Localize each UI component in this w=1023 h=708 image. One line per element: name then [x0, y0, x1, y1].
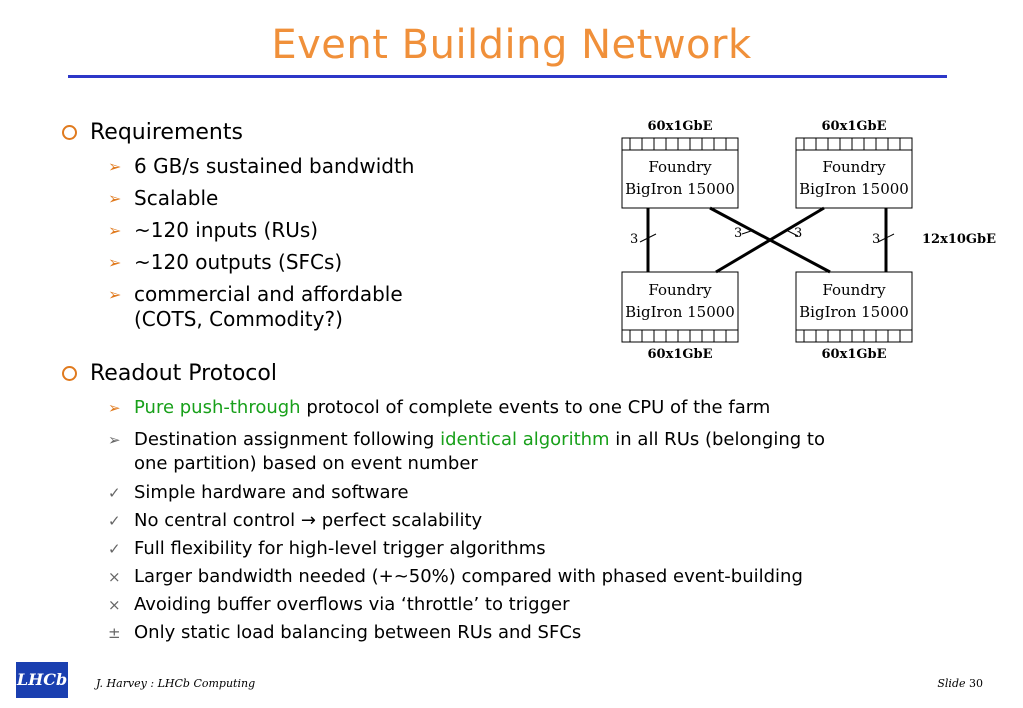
- plain-text: No central control: [134, 510, 301, 531]
- requirement-item: ➢ ~120 outputs (SFCs): [108, 250, 342, 275]
- bottom-right-port-label: 60x1GbE: [822, 347, 887, 362]
- requirements-heading: Requirements: [62, 120, 243, 145]
- link-count-cross-left: 3: [734, 226, 742, 241]
- pro-text: Simple hardware and software: [134, 482, 409, 503]
- cross-icon: ×: [108, 596, 121, 614]
- link-count-cross-right: 3: [794, 226, 802, 241]
- circle-bullet-icon: [62, 125, 77, 140]
- plain-text: protocol of complete events to one CPU o…: [300, 397, 771, 418]
- slide-title: Event Building Network: [271, 22, 752, 68]
- switch-bottom-right: Foundry BigIron 15000: [795, 271, 913, 343]
- con-text: Larger bandwidth needed (+~50%) compared…: [134, 566, 803, 587]
- network-diagram: 60x1GbE 60x1GbE Foundry BigIron 15000 Fo…: [621, 119, 996, 362]
- pro-item: ✓ Full flexibility for high-level trigge…: [108, 537, 546, 561]
- protocol-text: Destination assignment following identic…: [134, 428, 825, 476]
- requirements-label: Requirements: [90, 120, 243, 145]
- protocol-heading: Readout Protocol: [62, 361, 277, 386]
- bottom-left-port-label: 60x1GbE: [648, 347, 713, 362]
- protocol-label: Readout Protocol: [90, 361, 277, 386]
- circle-bullet-icon: [62, 366, 77, 381]
- protocol-item: ➢ Pure push-through protocol of complete…: [108, 396, 770, 420]
- requirement-line-2: (COTS, Commodity?): [134, 307, 343, 331]
- arrow-bullet-icon: ➢: [108, 285, 122, 304]
- requirement-text: ~120 outputs (SFCs): [134, 250, 343, 274]
- top-left-port-label: 60x1GbE: [648, 119, 713, 134]
- arrow-bullet-icon: ➢: [108, 189, 122, 208]
- slide-number: Slide 30: [937, 677, 983, 690]
- pro-text: Full flexibility for high-level trigger …: [134, 538, 546, 559]
- requirement-line-1: commercial and affordable: [134, 282, 403, 306]
- switch-model: BigIron 15000: [799, 180, 909, 198]
- pro-item: ✓ No central control → perfect scalabili…: [108, 509, 482, 533]
- logo-text: LHCb: [16, 670, 67, 689]
- switch-model: BigIron 15000: [625, 180, 735, 198]
- trunk-links: [646, 206, 888, 274]
- slide-number-value: 30: [969, 677, 983, 690]
- con-item: × Avoiding buffer overflows via ‘throttl…: [108, 593, 569, 617]
- requirement-item: ➢ ~120 inputs (RUs): [108, 218, 318, 243]
- plain-text: in all RUs (belonging to: [609, 429, 825, 450]
- side-link-label: 12x10GbE: [922, 232, 996, 247]
- requirement-item: ➢ Scalable: [108, 186, 218, 211]
- switch-name: Foundry: [648, 281, 712, 299]
- switch-bottom-left: Foundry BigIron 15000: [621, 271, 739, 343]
- link-count-right: 3: [872, 232, 880, 247]
- highlight-text: Pure push-through: [134, 397, 301, 418]
- switch-name: Foundry: [822, 158, 886, 176]
- requirement-item: ➢ 6 GB/s sustained bandwidth: [108, 154, 414, 179]
- plain-text: one partition) based on event number: [134, 453, 478, 474]
- switch-top-right: Foundry BigIron 15000: [795, 137, 913, 209]
- check-icon: ✓: [108, 484, 121, 502]
- arrow-bullet-icon: ➢: [108, 431, 121, 449]
- requirement-text: commercial and affordable (COTS, Commodi…: [134, 282, 403, 332]
- pro-item: ✓ Simple hardware and software: [108, 481, 409, 505]
- check-icon: ✓: [108, 512, 121, 530]
- switch-name: Foundry: [648, 158, 712, 176]
- arrow-icon: →: [300, 510, 316, 531]
- switch-top-left: Foundry BigIron 15000: [621, 137, 739, 209]
- arrow-bullet-icon: ➢: [108, 399, 121, 417]
- slide-word: Slide: [937, 677, 966, 690]
- requirement-text: ~120 inputs (RUs): [134, 218, 319, 242]
- switch-model: BigIron 15000: [625, 303, 735, 321]
- con-item: × Larger bandwidth needed (+~50%) compar…: [108, 565, 803, 589]
- protocol-text: Pure push-through protocol of complete e…: [134, 396, 770, 420]
- neutral-text: Only static load balancing between RUs a…: [134, 622, 582, 643]
- highlight-text: identical algorithm: [440, 429, 610, 450]
- arrow-bullet-icon: ➢: [108, 253, 122, 272]
- plus-minus-icon: ±: [108, 624, 121, 642]
- check-icon: ✓: [108, 540, 121, 558]
- link-count-left: 3: [630, 232, 638, 247]
- neutral-item: ± Only static load balancing between RUs…: [108, 621, 581, 645]
- arrow-bullet-icon: ➢: [108, 157, 122, 176]
- lhcb-logo: LHCb: [16, 662, 68, 698]
- link-slash-marks: [639, 229, 895, 243]
- requirement-item: ➢ commercial and affordable (COTS, Commo…: [108, 282, 403, 332]
- switch-name: Foundry: [822, 281, 886, 299]
- cross-icon: ×: [108, 568, 121, 586]
- con-text: Avoiding buffer overflows via ‘throttle’…: [134, 594, 570, 615]
- switch-model: BigIron 15000: [799, 303, 909, 321]
- protocol-item: ➢ Destination assignment following ident…: [108, 428, 825, 476]
- plain-text: perfect scalability: [316, 510, 483, 531]
- plain-text: Destination assignment following: [134, 429, 441, 450]
- requirement-text: Scalable: [134, 186, 219, 210]
- title-underline: [68, 75, 947, 78]
- footer-author: J. Harvey : LHCb Computing: [96, 677, 256, 690]
- top-right-port-label: 60x1GbE: [822, 119, 887, 134]
- arrow-bullet-icon: ➢: [108, 221, 122, 240]
- requirement-text: 6 GB/s sustained bandwidth: [134, 154, 415, 178]
- pro-text: No central control → perfect scalability: [134, 509, 482, 533]
